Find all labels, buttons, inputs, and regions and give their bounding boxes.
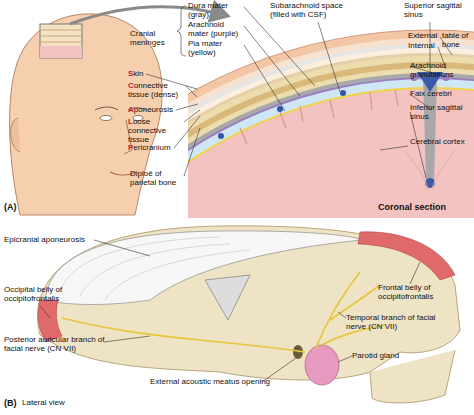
- leader-lines: [40, 240, 420, 382]
- view-label: Coronal section: [378, 202, 446, 212]
- nerve-label: Posterior auricular branch of facial ner…: [4, 336, 108, 354]
- view-label: Lateral view: [22, 399, 65, 408]
- scalp-layer-label: Loose connective tissue: [128, 118, 184, 145]
- layer-label: Diploë of parietal bone: [130, 170, 185, 188]
- layer-label: Pia mater (yellow): [188, 40, 246, 58]
- scalp-layer-label: Skin: [128, 70, 144, 79]
- lateral-skull: [38, 226, 460, 403]
- structure-label: Superior sagittal sinus: [404, 2, 470, 20]
- coronal-section: [188, 30, 474, 218]
- layer-label: Dura mater (gray): [188, 2, 246, 20]
- layer-label: table of bone: [442, 32, 469, 50]
- leader-lines: [146, 6, 452, 178]
- layer-label: Internal: [408, 42, 435, 51]
- panel-label: (B): [4, 398, 17, 408]
- structure-label: Cerebral cortex: [410, 138, 466, 147]
- panel-label: (A): [4, 202, 17, 212]
- structure-label: External acoustic meatus opening: [150, 378, 272, 387]
- scalp-layer-label: Aponeurosis: [128, 106, 173, 115]
- gland-label: Parotid gland: [352, 352, 399, 361]
- muscle-label: Frontal belly of occipitofrontalis: [378, 284, 460, 302]
- structure-label: Epicranial aponeurosis: [4, 236, 85, 245]
- scalp-layer-label: Pericranium: [128, 144, 171, 153]
- layer-label: External: [408, 32, 437, 41]
- structure-label: Inferior sagittal sinus: [410, 104, 472, 122]
- group-label: Cranial meninges: [130, 30, 175, 48]
- scalp-layer-label: Connective tissue (dense): [128, 82, 186, 100]
- space-label: Subarachnoid space (filled with CSF): [270, 2, 364, 20]
- structure-label: Falx cerebri: [410, 90, 452, 99]
- structure-label: Arachnoid granulations: [410, 62, 472, 80]
- muscle-label: Occipital belly of occipitofrontalis: [4, 286, 78, 304]
- layer-label: Arachnoid mater (purple): [188, 21, 246, 39]
- nerve-label: Temporal branch of facial nerve (CN VII): [346, 314, 450, 332]
